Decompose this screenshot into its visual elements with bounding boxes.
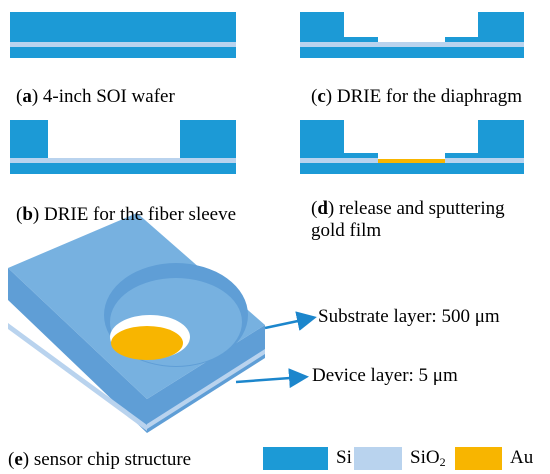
legend-sio2-label: SiO2 [410,447,446,469]
step-left [344,37,378,42]
legend-si-swatch [263,447,328,470]
gold-diaphragm [111,326,183,360]
step-left [344,153,378,158]
caption-e: (e) sensor chip structure [8,449,192,470]
substrate-left-wall [10,120,48,158]
gold-film [378,159,445,165]
device-si-layer [300,47,524,58]
caption-a: (a) 4-inch SOI wafer [16,86,175,107]
step-c-diaphragm [300,12,524,58]
caption-d: (d) release and sputtering [311,198,505,219]
step-d-release-gold [300,120,524,174]
substrate-left-wall [300,120,344,158]
caption-b: (b) DRIE for the fiber sleeve [16,204,237,225]
substrate-left-wall [300,12,344,42]
substrate-si-layer [10,12,236,42]
device-si-layer [10,163,236,174]
device-layer-label: Device layer: 5 μm [312,365,458,386]
oxide-layer [10,42,236,47]
oxide-right [445,158,524,163]
substrate-right-wall [478,120,524,158]
device-si-layer [10,47,236,58]
substrate-layer-label: Substrate layer: 500 μm [318,306,500,327]
caption-d-line2: gold film [311,220,382,241]
legend-si-label: Si [336,447,352,468]
chip-left-face [8,268,147,433]
oxide-layer [10,158,236,163]
step-a-soi-wafer [10,12,236,58]
sensor-chip-3d [8,213,265,433]
substrate-arrow [264,311,317,331]
substrate-right-wall [478,12,524,42]
oxide-layer [300,42,524,47]
caption-c: (c) DRIE for the diaphragm [311,86,523,107]
substrate-right-wall [180,120,236,158]
step-right [445,37,478,42]
legend-au-label: Au [510,447,534,468]
chip-right-oxide-stripe [147,349,265,429]
device-si-layer [300,163,524,174]
legend-sio2-swatch [354,447,402,470]
device-arrow [235,368,309,389]
step-b-fiber-sleeve [10,120,236,174]
chip-left-oxide-stripe [8,323,147,431]
oxide-left [300,158,378,163]
step-right [445,153,478,158]
legend-au-swatch [455,447,502,470]
